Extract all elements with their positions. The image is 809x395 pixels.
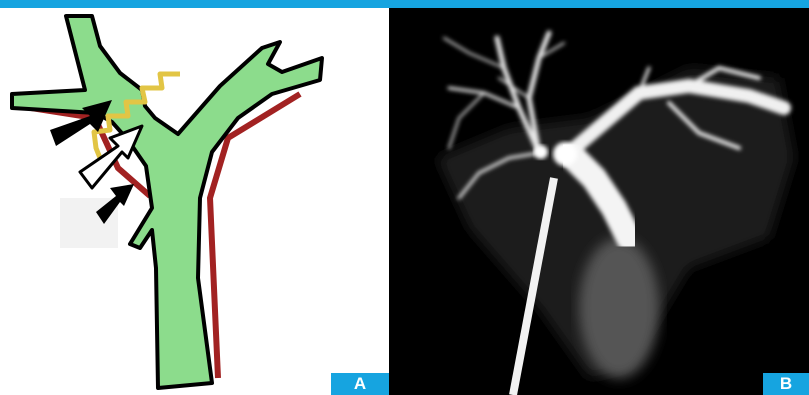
panel-label-b: B — [763, 373, 809, 395]
biliary-schematic — [0, 8, 389, 395]
panel-label-a: A — [331, 373, 389, 395]
top-accent-bar — [0, 0, 809, 8]
hilum-blob — [553, 142, 577, 166]
panel-b-mrcp-image: B — [389, 8, 809, 395]
bowel-haze — [579, 238, 659, 378]
panel-a-schematic: A — [0, 8, 389, 395]
mrcp-image — [389, 8, 809, 395]
hilum-blob — [534, 145, 548, 159]
